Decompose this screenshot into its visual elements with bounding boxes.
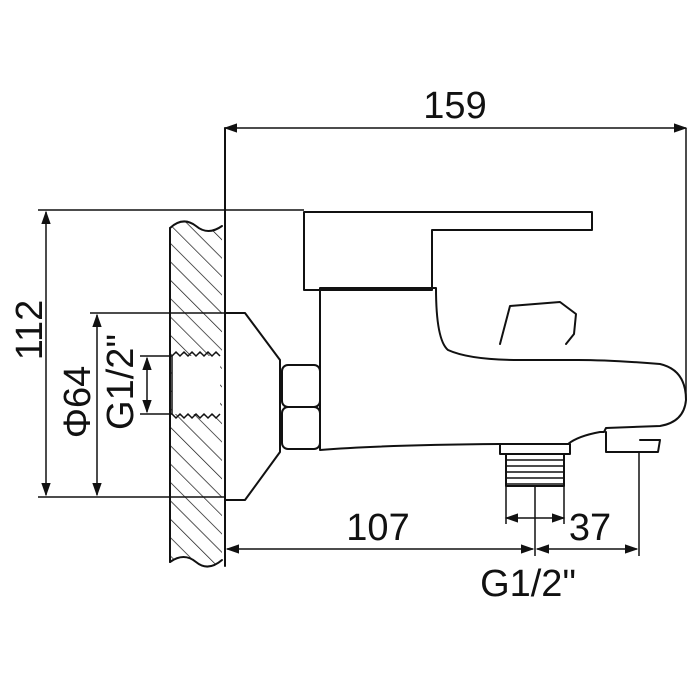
wall-section [169, 220, 223, 568]
wall-bore-thread [171, 350, 221, 420]
dim-inlet-thread: G1/2" [100, 334, 172, 430]
dim-inlet-thread-label: G1/2" [100, 334, 142, 430]
bottom-outlet [499, 443, 571, 455]
dim-overall-length: 159 [223, 85, 688, 400]
dim-overall-length-label: 159 [423, 85, 486, 127]
faucet-body [224, 211, 687, 501]
dim-overall-height: 112 [9, 209, 304, 498]
dim-wall-to-outlet-label: 107 [346, 507, 409, 549]
dim-overall-height-label: 112 [9, 300, 51, 361]
diverter-knob [499, 301, 577, 345]
dim-outlet-thread: G1/2" [480, 486, 576, 605]
dim-outlet-to-spout: 37 [535, 452, 640, 556]
dim-flange-diameter: Φ64 [57, 312, 225, 497]
spout-aerator [605, 431, 661, 453]
dim-wall-to-outlet: 107 [225, 486, 536, 556]
dim-outlet-to-spout-label: 37 [569, 507, 611, 549]
bottom-outlet-thread [505, 453, 565, 487]
hex-nut-upper [281, 364, 321, 408]
dim-flange-diameter-label: Φ64 [57, 366, 99, 439]
lever-handle [303, 211, 593, 291]
mixer-body [319, 287, 687, 451]
dim-outlet-thread-label: G1/2" [480, 563, 576, 605]
escutcheon-flange [224, 312, 281, 501]
hex-nut-lower [281, 406, 321, 450]
